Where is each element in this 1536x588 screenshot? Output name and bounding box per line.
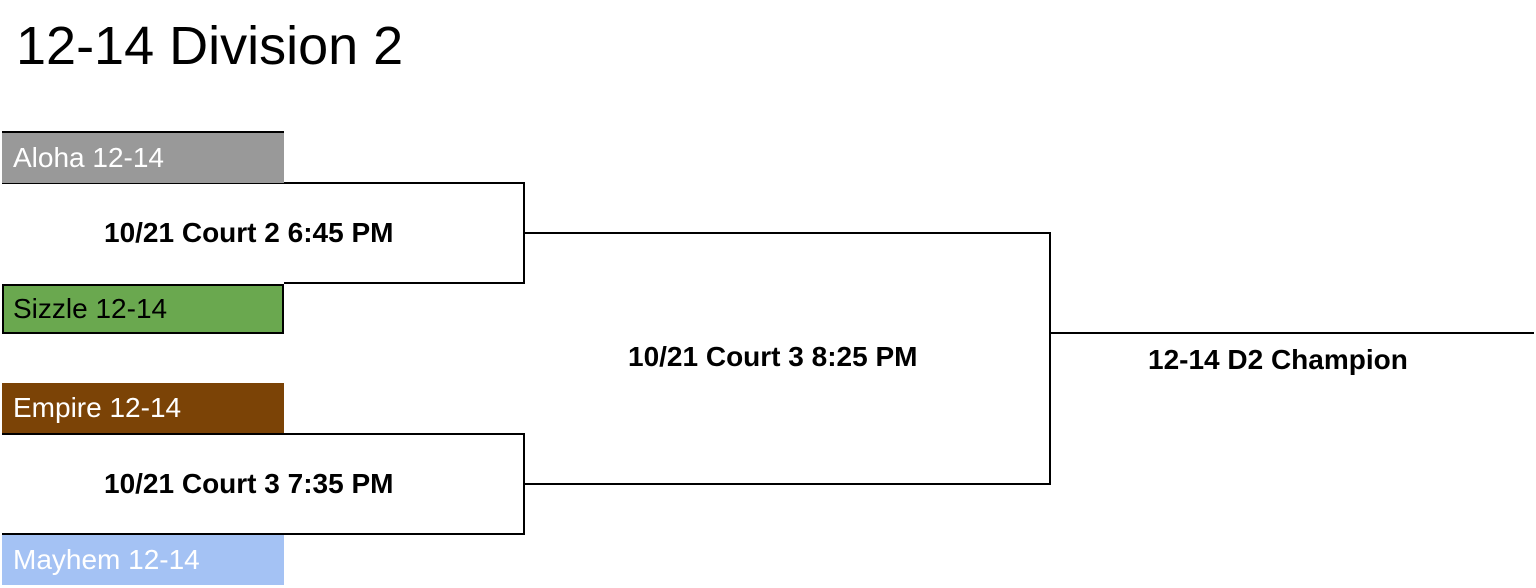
page-title: 12-14 Division 2: [16, 16, 404, 76]
match-label-semifinal-2: 10/21 Court 3 7:35 PM: [104, 468, 394, 499]
match-label-final: 10/21 Court 3 8:25 PM: [628, 341, 918, 372]
bracket-line-final: [524, 232, 1051, 485]
match-label-semifinal-1: 10/21 Court 2 6:45 PM: [104, 217, 394, 248]
team-slot-mayhem: Mayhem 12-14: [2, 535, 284, 585]
team-slot-sizzle: Sizzle 12-14: [2, 284, 284, 334]
champion-label: 12-14 D2 Champion: [1148, 344, 1408, 375]
team-slot-empire: Empire 12-14: [2, 383, 284, 433]
team-slot-aloha: Aloha 12-14: [2, 133, 284, 183]
